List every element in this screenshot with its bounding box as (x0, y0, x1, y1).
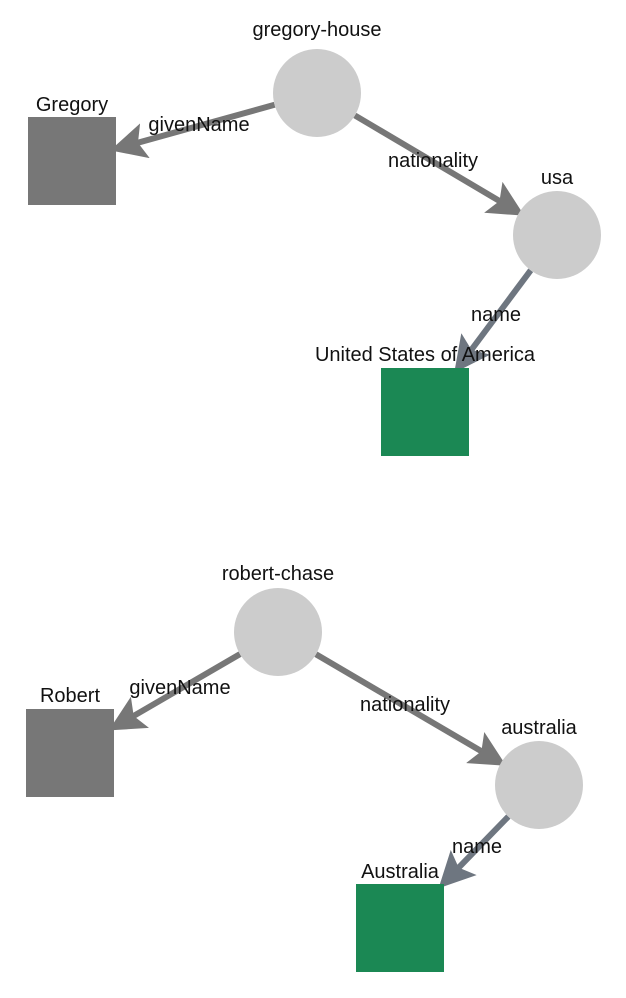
edge-givenname-arrow[interactable] (110, 101, 276, 159)
node-label-usa-name: United States of America (315, 344, 536, 366)
labels-layer: givenName nationality name gregory-houseGre… (36, 19, 578, 883)
edges-layer (108, 101, 534, 889)
node-robert[interactable] (26, 709, 114, 797)
node-gregory-house[interactable] (273, 49, 361, 137)
node-label-robert: Robert (40, 685, 100, 707)
node-label-robert-chase: robert-chase (222, 563, 334, 585)
node-robert-chase[interactable] (234, 588, 322, 676)
node-label-gregory: Gregory (36, 94, 108, 116)
node-australia[interactable] (495, 741, 583, 829)
edge-givenname-arrow[interactable] (108, 651, 242, 731)
node-usa[interactable] (513, 191, 601, 279)
edge-label-name: name (452, 836, 502, 858)
edge-label-nationality: nationality (360, 694, 450, 716)
node-usa-name[interactable] (381, 368, 469, 456)
edge-name-arrow[interactable] (438, 814, 511, 889)
edge-label-name: name (471, 304, 521, 326)
node-label-australia: australia (501, 717, 577, 739)
node-label-usa: usa (541, 167, 574, 189)
edge-label-nationality: nationality (388, 150, 478, 172)
edge-name-arrow[interactable] (454, 268, 534, 373)
nodes-layer (26, 49, 601, 972)
node-label-gregory-house: gregory-house (253, 19, 382, 41)
node-australia-name[interactable] (356, 884, 444, 972)
edge-nationality-arrow[interactable] (314, 651, 507, 766)
edge-nationality-arrow[interactable] (353, 112, 525, 216)
node-label-australia-name: Australia (361, 861, 440, 883)
node-gregory[interactable] (28, 117, 116, 205)
edge-label-givenname: givenName (129, 677, 230, 699)
edge-label-givenname: givenName (148, 114, 249, 136)
